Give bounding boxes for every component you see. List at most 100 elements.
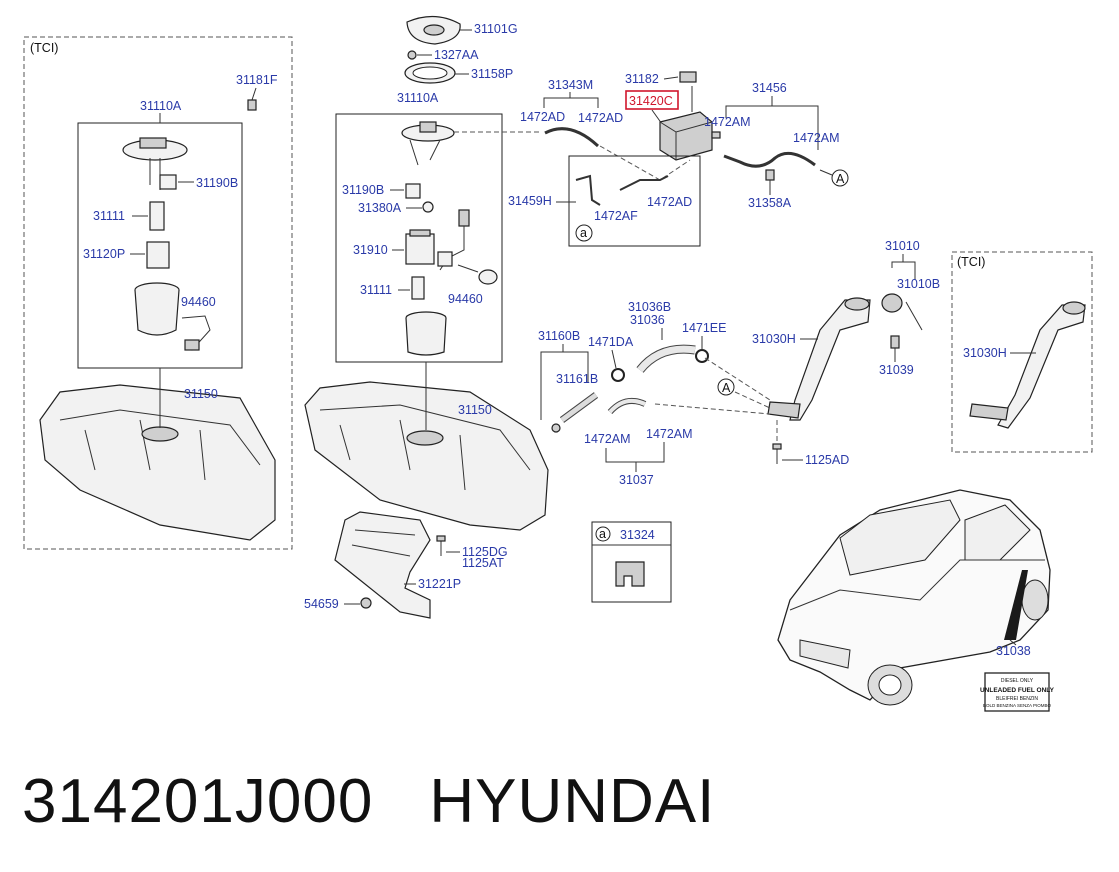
svg-text:a: a [599,527,606,541]
label-1472AM-c: 1472AM [584,432,631,446]
tci-group-left [23,36,293,550]
label-1327AA: 1327AA [434,48,479,62]
label-31101G: 31101G [474,22,518,36]
tci-label-right: (TCI) [957,255,985,269]
callout-a-detail [595,526,611,542]
tci-group-right [951,251,1093,453]
label-31150-left: 31150 [184,387,218,401]
part-31221P [334,511,431,619]
label-31158P: 31158P [471,67,513,81]
part-31039 [890,335,900,349]
label-31036B: 31036B [628,300,671,314]
detail-box-31459H [568,155,701,247]
label-31910: 31910 [353,243,388,257]
detail-box-31324 [591,521,672,603]
label-1472AM-d: 1472AM [646,427,693,441]
svg-text:A: A [836,172,845,186]
label-31110A-top: 31110A [397,91,439,105]
label-31456: 31456 [752,81,787,95]
label-1125AD: 1125AD [805,453,849,467]
label-1125DG: 1125DG [462,545,508,559]
part-pump-flange-mid [401,121,455,166]
label-31036: 31036 [630,313,665,327]
label-31324: 31324 [620,528,655,542]
part-31456-hose [723,151,816,168]
part-31190B-left [159,174,177,190]
part-pump-flange-left [122,137,188,190]
part-31111-mid [411,276,425,300]
label-1471DA: 1471DA [588,335,634,349]
label-31037: 31037 [619,473,654,487]
part-31380A [422,201,434,213]
label-31380A: 31380A [358,201,402,215]
label-31010: 31010 [885,239,920,253]
tci-label-left: (TCI) [30,41,58,55]
brand-name: HYUNDAI [429,767,716,836]
part-54659 [360,597,372,609]
part-wiring-harness-mid [437,209,470,271]
part-fuel-filter-cup-left [134,282,180,336]
svg-text:BLEIFREI BENZIN: BLEIFREI BENZIN [996,696,1038,702]
label-1472AM-a: 1472AM [704,115,751,129]
label-31358A: 31358A [748,196,792,210]
part-31120P [146,241,170,269]
footer-caption: 314201J000 HYUNDAI [22,766,715,837]
svg-text:A: A [722,381,731,395]
label-31459H: 31459H [508,194,552,208]
label-31221P: 31221P [418,577,461,591]
part-31358A [765,169,775,181]
label-31038: 31038 [996,644,1031,658]
label-1472AD-b: 1472AD [578,111,623,125]
part-94460-mid [478,269,498,285]
label-31160B: 31160B [538,329,580,343]
car-illustration [777,489,1051,706]
label-1472AD-a: 1472AD [520,110,565,124]
part-number: 314201J000 [22,767,374,836]
part-31343M-hose [544,127,600,148]
label-1471EE: 1471EE [682,321,726,335]
label-1472AF: 1472AF [594,209,638,223]
label-31111-mid: 31111 [360,283,392,297]
svg-text:a: a [580,226,587,240]
callout-A-mid [717,378,735,396]
label-31182: 31182 [625,72,659,86]
part-31010B-tether [905,301,923,331]
label-1125AT: 1125AT [462,556,504,570]
part-31324-clip [615,561,645,587]
part-1471EE-clamp [695,349,709,363]
svg-text:UNLEADED FUEL ONLY: UNLEADED FUEL ONLY [980,687,1055,694]
part-31101G [406,15,461,45]
label-94460-mid: 94460 [448,292,483,306]
highlight-31420C [625,90,679,110]
part-1471DA-clamp [611,368,625,382]
part-fuel-filter-cup-mid [405,311,447,356]
label-31110A-left: 31110A [140,99,182,113]
part-fuel-tank-mid [304,381,549,531]
label-31010B: 31010B [897,277,940,291]
label-31030H-right: 31030H [963,346,1007,360]
svg-text:DIESEL ONLY: DIESEL ONLY [1001,678,1034,684]
label-31039: 31039 [879,363,914,377]
part-31181F [247,99,257,111]
part-31182 [679,71,697,83]
label-31030H-mid: 31030H [752,332,796,346]
parts-diagram: (TCI) 31110A 31181F 31190B 31111 31120P … [23,15,1093,712]
part-31111-left [149,201,165,231]
part-31038-fuel-label: DIESEL ONLY UNLEADED FUEL ONLY BLEIFREI … [980,672,1055,712]
part-31420C-canister[interactable] [659,111,721,161]
part-fuel-tank-left [39,384,276,541]
callout-a-box [575,224,593,242]
label-31343M: 31343M [548,78,593,92]
part-31030H-mid [767,297,871,421]
label-31190B-left: 31190B [196,176,238,190]
label-31161B: 31161B [556,372,598,386]
label-31120P: 31120P [83,247,125,261]
label-31181F: 31181F [236,73,278,87]
part-1327AA [407,50,417,60]
label-1472AD-c: 1472AD [647,195,692,209]
pump-assembly-box-mid [335,113,503,363]
part-31190B-mid [405,183,421,199]
label-31190B-mid: 31190B [342,183,384,197]
label-94460-left: 94460 [181,295,216,309]
callout-A-top [831,169,849,187]
